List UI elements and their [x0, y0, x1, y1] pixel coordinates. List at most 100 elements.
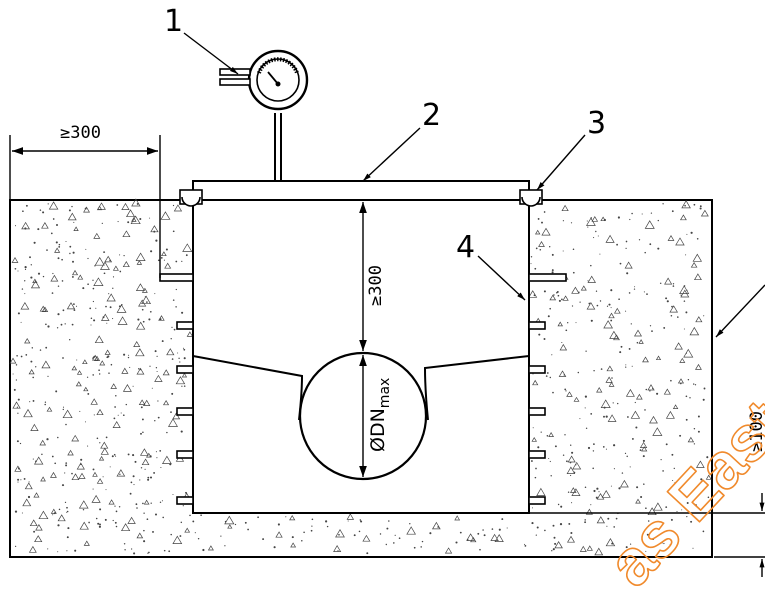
concrete-aggregate [685, 395, 688, 398]
concrete-aggregate [154, 374, 163, 382]
concrete-aggregate [567, 322, 569, 324]
concrete-aggregate [154, 420, 156, 422]
concrete-aggregate [93, 414, 95, 416]
concrete-aggregate [561, 341, 563, 344]
concrete-aggregate [552, 524, 555, 527]
concrete-aggregate [117, 221, 119, 223]
concrete-aggregate [90, 324, 92, 326]
concrete-aggregate [311, 518, 314, 521]
concrete-aggregate [170, 411, 172, 413]
concrete-aggregate [590, 264, 592, 267]
concrete-aggregate [141, 458, 150, 466]
concrete-aggregate [671, 453, 674, 456]
concrete-aggregate [172, 535, 183, 544]
concrete-aggregate [79, 521, 89, 530]
concrete-aggregate [549, 246, 551, 248]
concrete-aggregate [706, 456, 709, 459]
concrete-aggregate [649, 415, 658, 424]
concrete-aggregate [613, 526, 616, 528]
concrete-aggregate [51, 455, 54, 458]
concrete-aggregate [104, 518, 107, 521]
concrete-aggregate [140, 432, 142, 435]
concrete-aggregate [608, 381, 615, 387]
concrete-aggregate [189, 514, 191, 517]
concrete-aggregate [92, 287, 95, 290]
concrete-aggregate [120, 523, 131, 532]
concrete-aggregate [335, 529, 345, 538]
concrete-aggregate [66, 510, 69, 513]
concrete-aggregate [605, 415, 608, 418]
concrete-aggregate [644, 220, 655, 229]
concrete-aggregate [154, 513, 158, 516]
concrete-aggregate [605, 234, 615, 243]
concrete-aggregate [14, 510, 18, 513]
seal-right [519, 189, 543, 207]
concrete-aggregate [31, 347, 34, 349]
concrete-aggregate [566, 466, 576, 474]
concrete-aggregate [585, 350, 587, 352]
concrete-aggregate [693, 443, 696, 445]
concrete-aggregate [94, 265, 96, 267]
concrete-aggregate [142, 399, 151, 406]
concrete-aggregate [39, 439, 47, 446]
concrete-aggregate [160, 211, 171, 220]
concrete-aggregate [56, 224, 58, 226]
concrete-aggregate [699, 207, 702, 210]
concrete-aggregate [557, 503, 560, 506]
concrete-aggregate [646, 533, 649, 536]
concrete-aggregate [587, 446, 591, 450]
concrete-aggregate [71, 269, 79, 276]
concrete-aggregate [665, 443, 668, 446]
concrete-aggregate [77, 274, 84, 280]
concrete-aggregate [71, 472, 73, 475]
concrete-aggregate [93, 355, 101, 362]
concrete-aggregate [116, 304, 127, 313]
concrete-aggregate [420, 546, 422, 548]
concrete-aggregate [57, 313, 60, 316]
concrete-aggregate [112, 276, 115, 278]
concrete-aggregate [29, 401, 31, 403]
concrete-aggregate [98, 525, 101, 528]
dimension-side-clearance [530, 493, 765, 577]
concrete-aggregate [588, 302, 591, 305]
concrete-aggregate [57, 257, 60, 260]
dimension-left-margin [9, 135, 161, 278]
concrete-aggregate [554, 542, 557, 545]
concrete-aggregate [39, 349, 42, 351]
concrete-aggregate [556, 290, 559, 293]
concrete-aggregate [593, 443, 595, 445]
concrete-aggregate [466, 533, 476, 541]
concrete-aggregate [644, 409, 646, 411]
seal-left [179, 189, 203, 207]
concrete-aggregate [175, 260, 178, 263]
concrete-aggregate [76, 359, 78, 361]
concrete-aggregate [310, 529, 313, 532]
concrete-aggregate [136, 367, 145, 375]
concrete-aggregate [619, 479, 629, 488]
concrete-aggregate [531, 522, 534, 525]
concrete-aggregate [649, 325, 652, 327]
concrete-aggregate [30, 360, 33, 363]
concrete-aggregate [655, 355, 662, 361]
concrete-aggregate [110, 383, 118, 389]
concrete-aggregate [15, 379, 18, 381]
concrete-aggregate [67, 527, 70, 530]
concrete-aggregate [157, 416, 160, 419]
concrete-aggregate [686, 515, 688, 518]
concrete-aggregate [173, 328, 176, 331]
concrete-aggregate [580, 285, 587, 291]
concrete-aggregate [154, 350, 157, 353]
concrete-aggregate [633, 288, 636, 290]
concrete-aggregate [159, 501, 162, 504]
concrete-aggregate [571, 305, 574, 307]
concrete-aggregate [590, 413, 593, 415]
concrete-aggregate [71, 205, 73, 208]
concrete-aggregate [347, 520, 349, 522]
concrete-aggregate [547, 315, 550, 318]
concrete-aggregate [141, 308, 144, 311]
concrete-aggregate [47, 548, 49, 550]
concrete-aggregate [149, 217, 151, 219]
concrete-aggregate [127, 516, 136, 524]
concrete-aggregate [98, 373, 101, 375]
